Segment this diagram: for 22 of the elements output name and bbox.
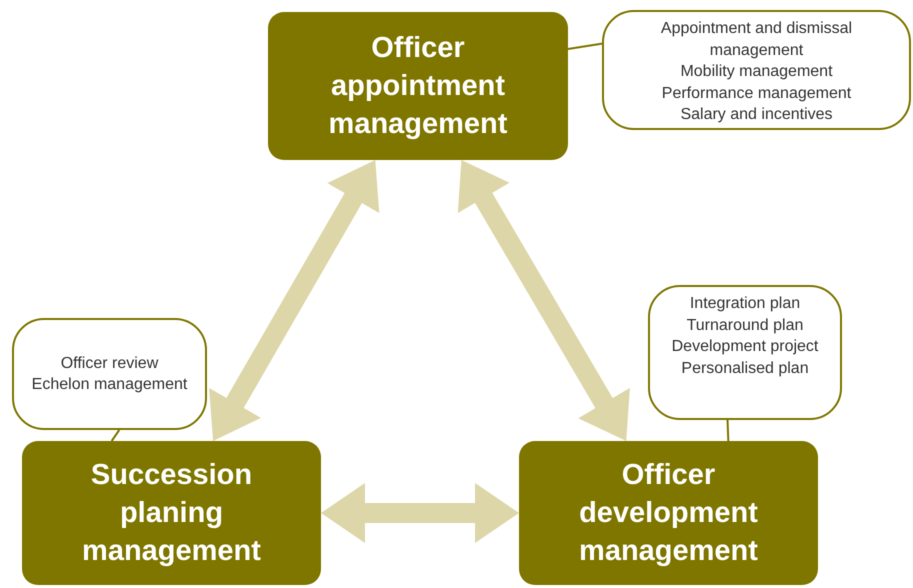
bubble-text: Echelon management: [32, 375, 188, 395]
double-arrow: [321, 483, 519, 543]
bubble-text: Integration plan: [690, 294, 800, 314]
speech-bubble: [12, 318, 207, 430]
box-title: Officer appointment management: [328, 31, 508, 142]
speech-bubble: [648, 285, 842, 420]
bubble-text: Performance management: [662, 84, 852, 104]
bubble-text: Mobility management: [680, 62, 833, 82]
bubble-text: Personalised plan: [681, 358, 809, 378]
bubble-text: Turnaround plan: [686, 316, 804, 336]
double-arrow: [458, 160, 630, 441]
bubble-text: Development project: [672, 337, 818, 357]
box-title: Officer development management: [578, 458, 759, 569]
speech-bubble: [602, 10, 911, 130]
bubble-text: Officer review: [60, 354, 158, 374]
double-arrow: [209, 160, 380, 441]
process-box: [22, 441, 321, 585]
process-box: [268, 12, 568, 160]
bubble-text: Appointment and dismissal management: [660, 19, 854, 60]
process-box: [519, 441, 818, 585]
bubble-text: Salary and incentives: [680, 105, 833, 125]
box-title: Succession planing management: [81, 458, 262, 569]
